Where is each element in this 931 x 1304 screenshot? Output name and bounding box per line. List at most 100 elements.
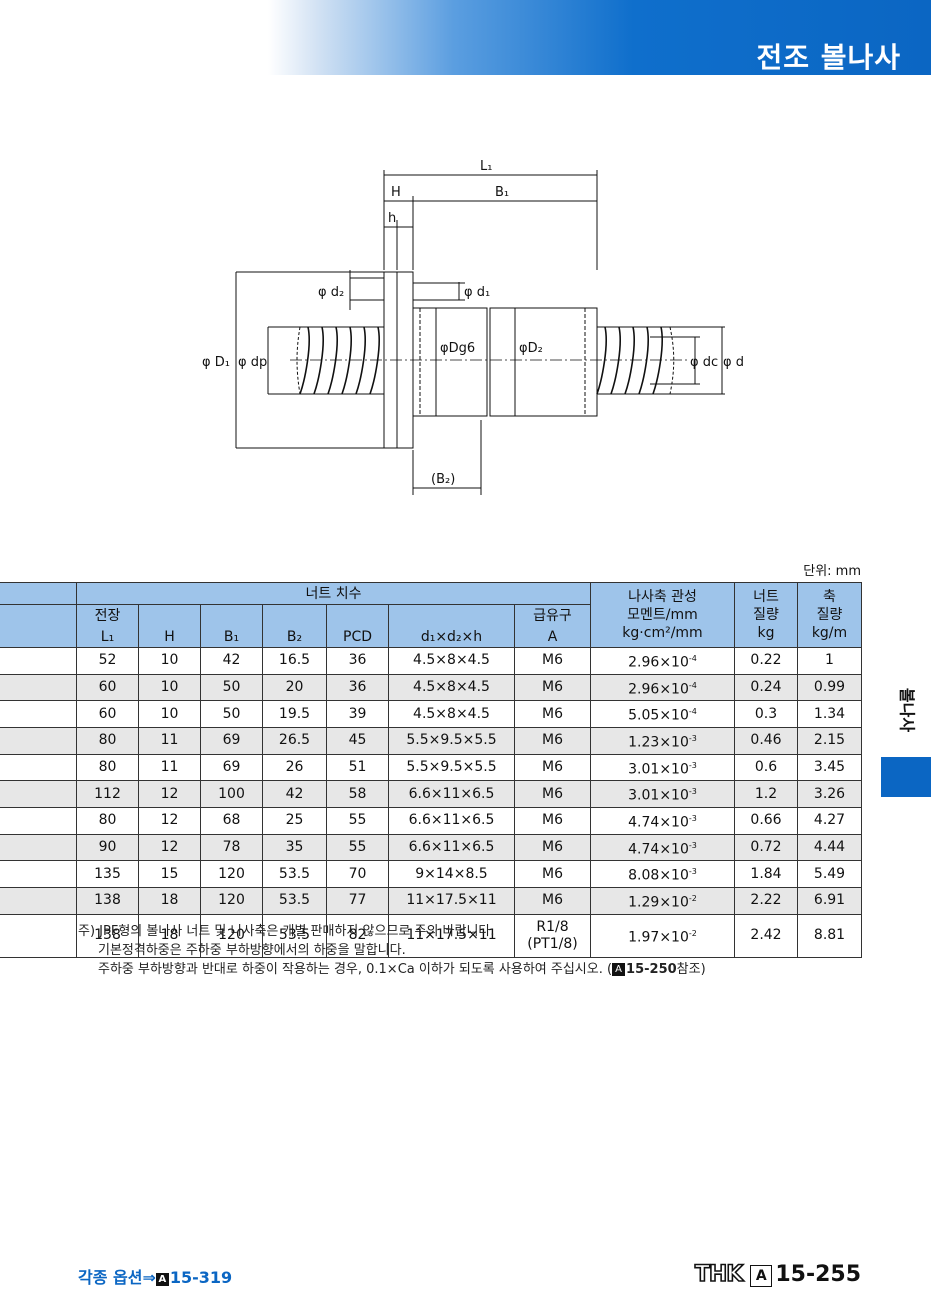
label-Dg6: φDg6 <box>440 341 475 356</box>
cell-b2: 26 <box>262 753 327 782</box>
cell-nut-mass: 1.84 <box>734 860 798 888</box>
cell-moment: 8.08×10-3 <box>590 860 735 888</box>
cell-pcd: 77 <box>326 886 389 915</box>
cell-b2: 26.5 <box>262 726 327 755</box>
cell-b1: 120 <box>200 886 263 915</box>
cell-h: 11 <box>138 753 201 782</box>
note-line-2: 기본정격하중은 주하중 부하방향에서의 하중을 말합니다. <box>98 943 406 958</box>
cell-l1: 80 <box>76 806 139 835</box>
label-h: h <box>388 211 396 226</box>
cell-pcd: 70 <box>326 860 389 888</box>
cell-moment: 2.96×10-4 <box>590 673 735 702</box>
lube-header: 급유구 <box>514 604 591 626</box>
table-header-row: L₁ H B₁ B₂ PCD d₁×d₂×h A <box>0 626 862 648</box>
label-d1: φ d₁ <box>464 285 490 300</box>
cell-h: 18 <box>138 886 201 915</box>
cell-pcd: 55 <box>326 833 389 862</box>
label-H: H <box>391 185 401 200</box>
table-header-row: 전장 급유구 <box>0 604 862 626</box>
cell-b2: 42 <box>262 780 327 808</box>
cell-moment: 3.01×10-3 <box>590 753 735 782</box>
cell-bolt: 6.6×11×6.5 <box>388 780 515 808</box>
cell-moment: 3.01×10-3 <box>590 780 735 808</box>
label-d2: φ d₂ <box>318 285 344 300</box>
cell-pcd: 55 <box>326 806 389 835</box>
label-dc: φ dc <box>690 355 718 370</box>
cell-shaft-mass: 1.34 <box>797 700 862 728</box>
header-bar <box>268 0 931 75</box>
cell-h: 15 <box>138 860 201 888</box>
cell-moment: 4.74×10-3 <box>590 806 735 835</box>
cell-h: 11 <box>138 726 201 755</box>
cell-a: M6 <box>514 860 591 888</box>
cell-shaft-mass: 4.44 <box>797 833 862 862</box>
cell-l1: 52 <box>76 647 139 675</box>
note-reference-link[interactable]: 15-250 <box>626 962 677 977</box>
cell-nut-mass: 0.3 <box>734 700 798 728</box>
label-d: φ d <box>723 355 744 370</box>
cell-b1: 42 <box>200 647 263 675</box>
label-D2: φD₂ <box>519 341 543 356</box>
label-dp: φ dp <box>238 355 267 370</box>
page-number: 15-255 <box>775 1262 861 1287</box>
side-tab[interactable] <box>881 757 931 797</box>
cell-shaft-mass: 3.45 <box>797 753 862 782</box>
cell-b2: 25 <box>262 806 327 835</box>
cell-shaft-mass: 3.26 <box>797 780 862 808</box>
cell-l1: 135 <box>76 860 139 888</box>
cell-nut-mass: 0.24 <box>734 673 798 702</box>
cell-bolt: 4.5×8×4.5 <box>388 647 515 675</box>
cell-shaft-mass: 4.27 <box>797 806 862 835</box>
cell-l1: 112 <box>76 780 139 808</box>
cell-h: 10 <box>138 673 201 702</box>
label-D1: φ D₁ <box>202 355 230 370</box>
side-label-text: 볼나사 <box>898 688 917 732</box>
cell-a: M6 <box>514 673 591 702</box>
cell-l1: 80 <box>76 726 139 755</box>
cell-bolt: 5.5×9.5×5.5 <box>388 753 515 782</box>
cell-b1: 68 <box>200 806 263 835</box>
B1-header: B₁ <box>200 626 263 648</box>
cell-nut-mass: 0.72 <box>734 833 798 862</box>
cell-shaft-mass: 5.49 <box>797 860 862 888</box>
cell-nut-mass: 2.42 <box>734 913 798 958</box>
cell-moment: 1.23×10-3 <box>590 726 735 755</box>
cell-l1: 60 <box>76 700 139 728</box>
ref-a-icon: A <box>155 1273 169 1286</box>
options-reference-link[interactable]: 15-319 <box>169 1268 233 1287</box>
cell-a: M6 <box>514 753 591 782</box>
cell-bolt: 11×17.5×11 <box>388 886 515 915</box>
cell-b2: 35 <box>262 833 327 862</box>
cell-a: M6 <box>514 833 591 862</box>
cell-pcd: 51 <box>326 753 389 782</box>
cell-b2: 20 <box>262 673 327 702</box>
cell-moment: 1.97×10-2 <box>590 913 735 958</box>
cell-b2: 19.5 <box>262 700 327 728</box>
cell-moment: 1.29×10-2 <box>590 886 735 915</box>
cell-l1: 138 <box>76 913 139 958</box>
cell-pcd: 45 <box>326 726 389 755</box>
cell-b1: 69 <box>200 753 263 782</box>
cell-moment: 5.05×10-4 <box>590 700 735 728</box>
cell-l1: 60 <box>76 673 139 702</box>
cell-shaft-mass: 6.91 <box>797 886 862 915</box>
cell-a: M6 <box>514 886 591 915</box>
ball-screw-drawing: L₁ H B₁ h φ d₂ φ d₁ φ D₁ φ dp φDg6 φD₂ φ… <box>202 159 744 495</box>
cell-b2: 16.5 <box>262 647 327 675</box>
length-header: 전장 <box>76 604 139 626</box>
cell-b1: 69 <box>200 726 263 755</box>
nut-dims-header: 너트 치수 <box>76 582 591 605</box>
cell-b2: 53.5 <box>262 913 327 958</box>
cell-bolt: 6.6×11×6.5 <box>388 806 515 835</box>
